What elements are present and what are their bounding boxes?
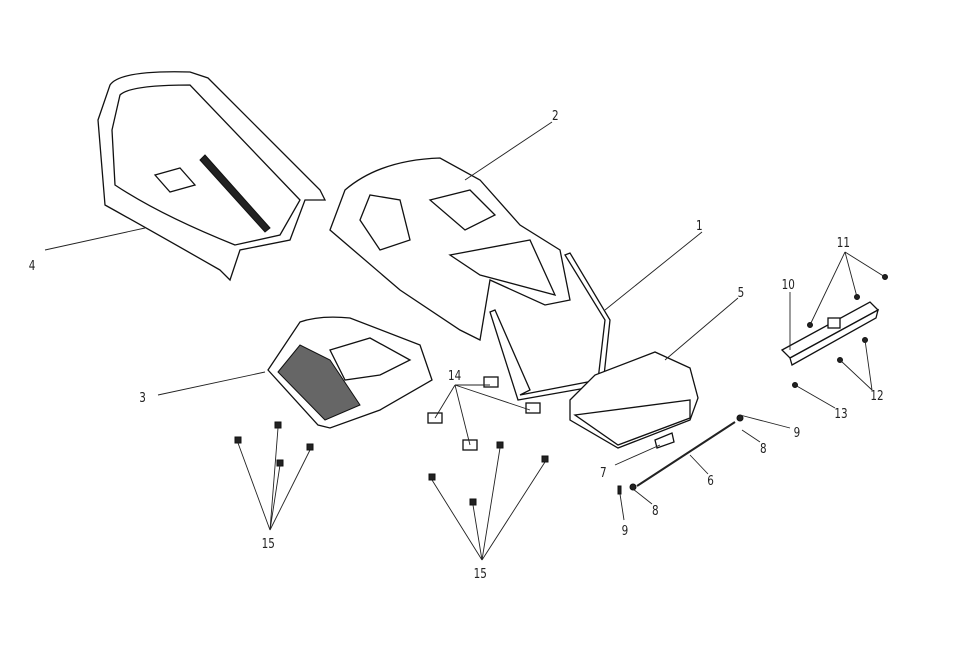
part-8-washer xyxy=(629,483,637,491)
part-15-screws xyxy=(234,421,549,506)
callout-7: 7 xyxy=(600,465,607,480)
callout-15b: 15 xyxy=(474,566,487,581)
callout-labels: 1 2 3 4 5 6 7 8 8 9 9 10 11 12 13 14 15 … xyxy=(29,108,884,581)
callout-9b: 9 xyxy=(622,523,629,538)
callout-15a: 15 xyxy=(262,536,275,551)
leader-lines xyxy=(44,121,886,561)
callout-10: 10 xyxy=(782,277,795,292)
part-6-rod xyxy=(636,421,736,487)
part-5-cover xyxy=(569,351,699,449)
part-9-pin xyxy=(617,485,622,495)
callout-4: 4 xyxy=(29,258,36,273)
part-2-rear-housing xyxy=(329,157,571,341)
part-3-base-plate xyxy=(267,316,433,429)
part-4-grass-bag xyxy=(97,71,327,282)
callout-2: 2 xyxy=(552,108,559,123)
callout-8b: 8 xyxy=(652,503,659,518)
callout-12: 12 xyxy=(870,388,883,403)
callout-9a: 9 xyxy=(794,425,801,440)
callout-14: 14 xyxy=(448,368,461,383)
callout-6: 6 xyxy=(707,473,714,488)
part-10-bracket xyxy=(780,301,880,366)
callout-8a: 8 xyxy=(760,441,767,456)
callout-11: 11 xyxy=(837,235,850,250)
callout-1: 1 xyxy=(696,218,703,233)
part-7-knob xyxy=(654,432,675,449)
callout-13: 13 xyxy=(834,406,847,421)
callout-5: 5 xyxy=(738,285,745,300)
callout-3: 3 xyxy=(139,390,146,405)
